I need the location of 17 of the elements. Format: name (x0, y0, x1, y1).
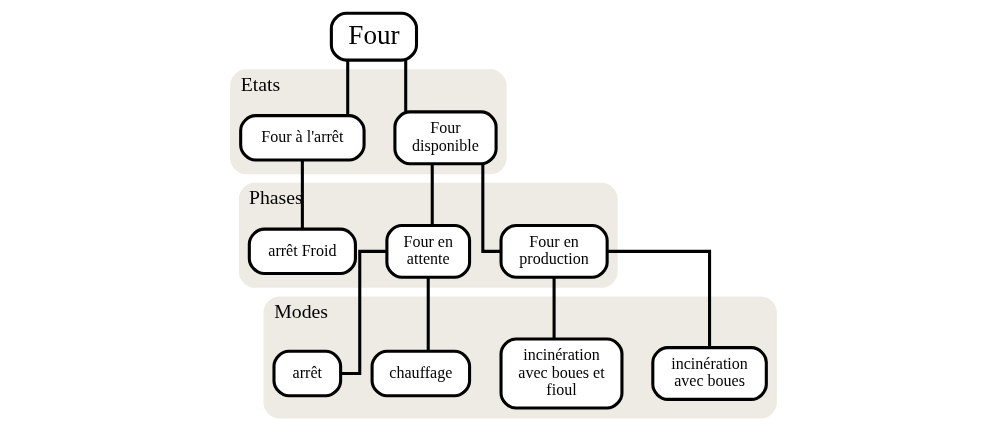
node-box: Four en production (499, 223, 609, 279)
node-box: arrêt (271, 349, 342, 398)
node-box: Four (329, 11, 418, 62)
connector (345, 60, 349, 116)
connector (430, 164, 434, 226)
node-box: Four à l'arrêt (238, 114, 366, 162)
connector (606, 249, 711, 347)
node-box: incinération avec boues et fioul (499, 337, 623, 410)
connector (300, 160, 304, 229)
node-box: incinération avec boues (650, 346, 768, 401)
connector (426, 277, 430, 352)
connector (403, 60, 407, 112)
connector (552, 277, 556, 339)
node-box: arrêt Froid (247, 227, 357, 276)
node-box: Four en attente (384, 223, 471, 279)
node-box: Four disponible (392, 110, 498, 166)
node-box: chauffage (370, 349, 471, 398)
